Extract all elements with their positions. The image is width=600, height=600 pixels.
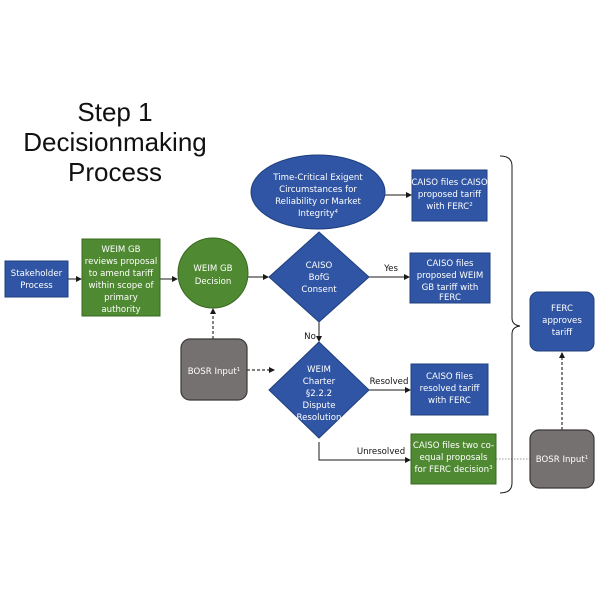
caiso-files-caiso-box xyxy=(411,169,488,222)
node-text: reviews proposal xyxy=(85,257,158,267)
node-text: tariff xyxy=(552,328,574,338)
diagram-title: Step 1 Decisionmaking Process xyxy=(23,97,207,187)
node-bosr-input-left[interactable]: BOSR Input1 xyxy=(180,338,248,401)
charter-diamond xyxy=(268,341,370,439)
node-caiso-files-two-proposals[interactable]: CAISO files two co- equal proposals for … xyxy=(410,433,497,485)
node-text: to amend tariff xyxy=(89,269,154,279)
node-text: Decision xyxy=(195,277,232,287)
node-text: Circumstances for xyxy=(279,185,357,195)
caiso-files-two-box xyxy=(410,433,497,485)
footnote-mark: 1 xyxy=(585,455,589,461)
node-text: authority xyxy=(101,305,140,315)
node-text: proposed tariff xyxy=(418,190,482,200)
node-text: Charter xyxy=(303,377,336,387)
caiso-files-weim-box xyxy=(409,252,491,304)
node-text: with FERC xyxy=(428,396,471,406)
node-text-main: BOSR Input xyxy=(188,367,238,377)
bosr-right-box xyxy=(529,429,595,489)
footnote-mark: 2 xyxy=(469,202,473,208)
bosr-left-box xyxy=(180,338,248,401)
node-text: primary xyxy=(104,293,138,303)
node-caiso-files-caiso-tariff[interactable]: CAISO files CAISO proposed tariff with F… xyxy=(411,169,488,222)
review-box xyxy=(81,238,161,317)
node-text: Dispute xyxy=(302,401,335,411)
node-text: equal proposals xyxy=(420,453,488,463)
title-line-2: Decisionmaking xyxy=(23,127,207,157)
node-text: Stakeholder xyxy=(11,269,63,279)
decision-circle xyxy=(177,237,249,309)
node-bosr-input-right[interactable]: BOSR Input1 xyxy=(529,429,595,489)
node-text: approves xyxy=(542,316,582,326)
footnote-mark: 1 xyxy=(237,367,241,373)
label-resolved: Resolved xyxy=(370,377,409,387)
node-text: Process xyxy=(20,281,53,291)
node-text-main: BOSR Input xyxy=(536,455,586,465)
node-text: CAISO files xyxy=(426,372,473,382)
node-text: with FERC2 xyxy=(426,202,472,212)
node-caiso-bofg-consent[interactable]: CAISO BofG Consent xyxy=(268,231,370,323)
node-text: CAISO files xyxy=(427,259,474,269)
node-weim-gb-decision[interactable]: WEIM GB Decision xyxy=(177,237,249,309)
stakeholder-box xyxy=(4,260,69,298)
node-weim-charter-dispute[interactable]: WEIM Charter §2.2.2 Dispute Resolution xyxy=(268,341,370,439)
node-text: FERC xyxy=(439,293,461,303)
node-stakeholder-process[interactable]: Stakeholder Process xyxy=(4,260,69,298)
label-no: No xyxy=(304,332,316,342)
node-text: BOSR Input1 xyxy=(188,367,240,377)
footnote-mark: 4 xyxy=(334,209,338,215)
node-text: CAISO files CAISO xyxy=(411,178,488,188)
title-line-3: Process xyxy=(68,157,162,187)
node-text: Integrity4 xyxy=(298,209,338,219)
node-text: GB tariff with xyxy=(422,283,479,293)
node-text-main: with FERC xyxy=(426,202,469,212)
node-text: Time-Critical Exigent xyxy=(272,173,363,183)
node-text: Resolution xyxy=(297,413,342,423)
node-text: BOSR Input1 xyxy=(536,455,588,465)
node-caiso-files-resolved[interactable]: CAISO files resolved tariff with FERC xyxy=(410,363,489,416)
node-time-critical[interactable]: Time-Critical Exigent Circumstances for … xyxy=(250,154,386,230)
node-text: FERC xyxy=(551,304,573,314)
node-text: CAISO xyxy=(306,261,333,271)
node-text: for FERC decision3 xyxy=(414,465,493,475)
node-text: WEIM GB xyxy=(193,264,232,274)
title-line-1: Step 1 xyxy=(77,97,152,127)
node-text-main: for FERC decision xyxy=(414,465,489,475)
node-text-main: Integrity xyxy=(298,209,334,219)
bofg-diamond xyxy=(268,231,370,323)
right-brace xyxy=(499,155,521,494)
node-text: Consent xyxy=(301,285,337,295)
label-yes: Yes xyxy=(383,264,398,274)
node-text: within scope of xyxy=(88,281,154,291)
footnote-mark: 3 xyxy=(489,465,493,471)
node-text: resolved tariff xyxy=(420,384,481,394)
node-text: §2.2.2 xyxy=(306,389,332,399)
node-text: WEIM GB xyxy=(101,245,140,255)
edge-charter-unresolved xyxy=(318,442,411,463)
node-weim-gb-review[interactable]: WEIM GB reviews proposal to amend tariff… xyxy=(81,238,161,317)
time-critical-ellipse xyxy=(250,154,386,230)
label-unresolved: Unresolved xyxy=(357,447,405,457)
ferc-box xyxy=(529,291,595,352)
node-text: CAISO files two co- xyxy=(413,441,494,451)
node-ferc-approves[interactable]: FERC approves tariff xyxy=(529,291,595,352)
caiso-files-resolved-box xyxy=(410,363,489,416)
node-caiso-files-weim-tariff[interactable]: CAISO files proposed WEIM GB tariff with… xyxy=(409,252,491,304)
node-text: WEIM xyxy=(307,365,331,375)
node-text: proposed WEIM xyxy=(417,271,484,281)
node-text: Reliability or Market xyxy=(275,197,361,207)
node-text: BofG xyxy=(309,273,330,283)
